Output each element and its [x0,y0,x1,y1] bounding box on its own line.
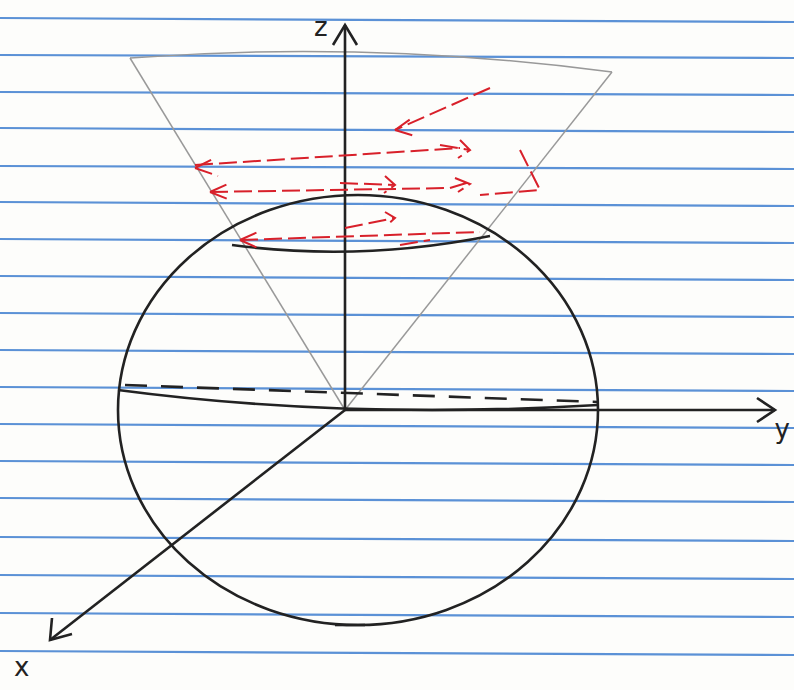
axis-label: z [314,14,328,40]
axis-label: y [775,416,790,442]
axis-label: x [14,654,29,680]
ruled-lines [0,18,794,655]
cone [130,52,612,410]
axes [50,25,775,640]
flow-arrows [195,88,540,248]
